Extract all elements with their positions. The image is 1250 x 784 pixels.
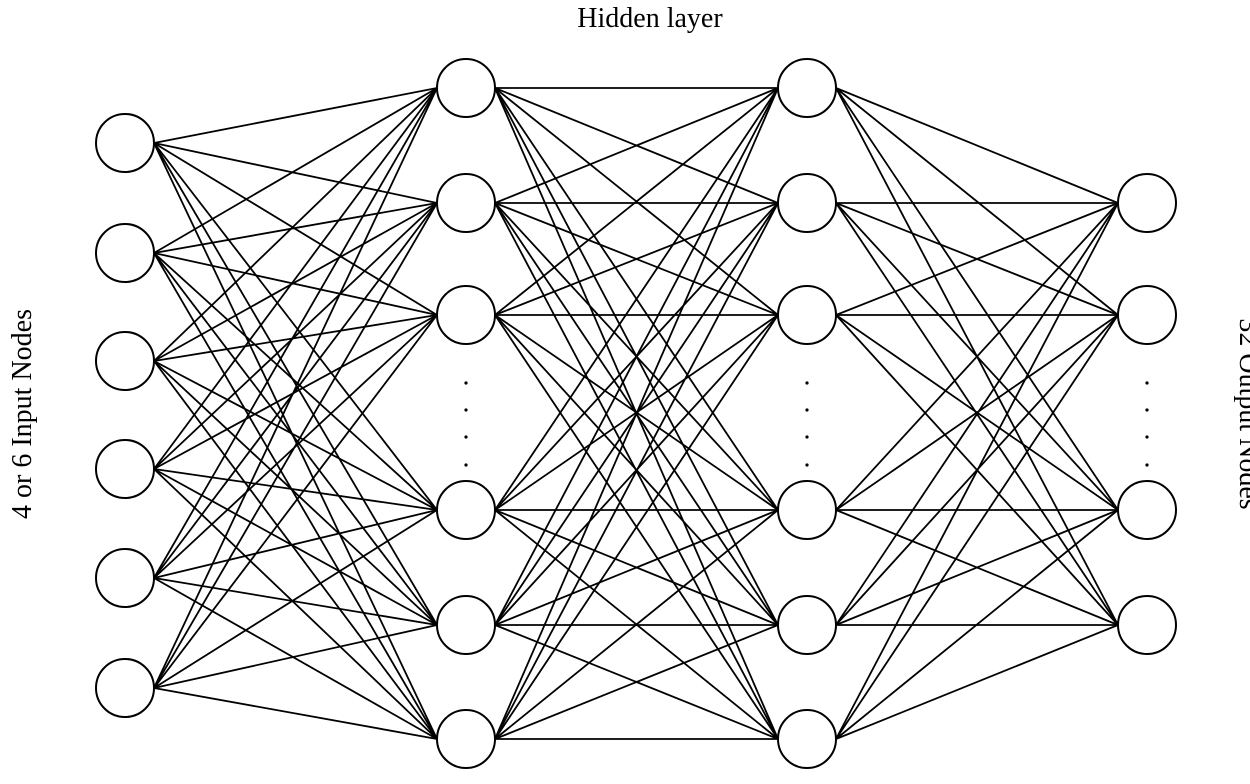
connection-l2-n4-to-n1 bbox=[494, 87, 779, 511]
connection-l1-n5-to-n1 bbox=[153, 87, 438, 579]
hidden-1-node-3 bbox=[436, 285, 496, 345]
input-node-4 bbox=[95, 439, 155, 499]
connection-l1-n5-to-n6 bbox=[153, 577, 438, 740]
connection-l1-n5-to-n2 bbox=[153, 202, 438, 579]
connection-l1-n1-to-n6 bbox=[153, 142, 438, 740]
connection-l1-n1-to-n4 bbox=[153, 142, 438, 511]
hidden-2-ellipsis-dot-4 bbox=[805, 463, 809, 467]
input-nodes-label: 4 or 6 Input Nodes bbox=[7, 309, 38, 519]
output-node-1 bbox=[1117, 173, 1177, 233]
hidden-2-ellipsis-dot-1 bbox=[805, 381, 809, 385]
connection-l2-n6-to-n1 bbox=[494, 87, 779, 740]
connection-l1-n3-to-n6 bbox=[153, 360, 438, 740]
connection-l1-n6-to-n5 bbox=[153, 624, 438, 689]
connection-l1-n2-to-n5 bbox=[153, 252, 438, 626]
connection-l3-n1-to-n2 bbox=[835, 87, 1119, 316]
connection-l3-n6-to-n4 bbox=[835, 624, 1119, 740]
connection-l1-n3-to-n1 bbox=[153, 87, 438, 362]
output-nodes-label: 32 Output Nodes bbox=[1233, 318, 1250, 509]
connection-l1-n5-to-n4 bbox=[153, 509, 438, 579]
output-ellipsis-dot-1 bbox=[1145, 381, 1149, 385]
connection-l2-n3-to-n2 bbox=[494, 202, 779, 316]
hidden-1-ellipsis-dot-2 bbox=[464, 408, 468, 412]
connection-l3-n3-to-n1 bbox=[835, 202, 1119, 316]
hidden-2-ellipsis-dot-3 bbox=[805, 435, 809, 439]
connection-l1-n6-to-n6 bbox=[153, 687, 438, 740]
hidden-2-node-1 bbox=[777, 58, 837, 118]
hidden-2-node-3 bbox=[777, 285, 837, 345]
output-ellipsis-dot-4 bbox=[1145, 463, 1149, 467]
input-node-1 bbox=[95, 113, 155, 173]
hidden-1-node-5 bbox=[436, 595, 496, 655]
output-node-3 bbox=[1117, 480, 1177, 540]
connection-l2-n2-to-n1 bbox=[494, 87, 779, 204]
connection-l2-n3-to-n1 bbox=[494, 87, 779, 316]
connection-l1-n6-to-n3 bbox=[153, 314, 438, 689]
connection-l2-n6-to-n5 bbox=[494, 624, 779, 740]
connections bbox=[153, 87, 1119, 740]
input-node-3 bbox=[95, 331, 155, 391]
connection-l1-n2-to-n2 bbox=[153, 202, 438, 254]
hidden-1-node-4 bbox=[436, 480, 496, 540]
connection-l3-n1-to-n1 bbox=[835, 87, 1119, 204]
connection-l1-n3-to-n4 bbox=[153, 360, 438, 511]
connection-l1-n4-to-n2 bbox=[153, 202, 438, 470]
connection-l1-n4-to-n1 bbox=[153, 87, 438, 470]
connection-l1-n1-to-n5 bbox=[153, 142, 438, 626]
connection-l3-n6-to-n2 bbox=[835, 314, 1119, 740]
connection-l2-n6-to-n2 bbox=[494, 202, 779, 740]
connection-l2-n6-to-n4 bbox=[494, 509, 779, 740]
hidden-2-ellipsis-dot-2 bbox=[805, 408, 809, 412]
hidden-1-ellipsis-dot-3 bbox=[464, 435, 468, 439]
connection-l1-n3-to-n2 bbox=[153, 202, 438, 362]
connection-l3-n5-to-n1 bbox=[835, 202, 1119, 626]
hidden-1-ellipsis-dot-4 bbox=[464, 463, 468, 467]
output-ellipsis-dot-2 bbox=[1145, 408, 1149, 412]
hidden-2-node-6 bbox=[777, 709, 837, 769]
connection-l1-n1-to-n2 bbox=[153, 142, 438, 204]
output-ellipsis-dot-3 bbox=[1145, 435, 1149, 439]
output-node-2 bbox=[1117, 285, 1177, 345]
connection-l1-n5-to-n5 bbox=[153, 577, 438, 626]
connection-l1-n4-to-n4 bbox=[153, 468, 438, 511]
hidden-1-node-6 bbox=[436, 709, 496, 769]
connection-l1-n1-to-n3 bbox=[153, 142, 438, 316]
connection-l1-n2-to-n4 bbox=[153, 252, 438, 511]
input-node-6 bbox=[95, 658, 155, 718]
hidden-2-node-4 bbox=[777, 480, 837, 540]
hidden-2-node-5 bbox=[777, 595, 837, 655]
connection-l1-n6-to-n4 bbox=[153, 509, 438, 689]
input-node-2 bbox=[95, 223, 155, 283]
connection-l3-n1-to-n3 bbox=[835, 87, 1119, 511]
hidden-1-node-1 bbox=[436, 58, 496, 118]
connection-l3-n5-to-n3 bbox=[835, 509, 1119, 626]
connection-l1-n4-to-n3 bbox=[153, 314, 438, 470]
ellipsis-markers bbox=[464, 381, 1149, 467]
connection-l1-n4-to-n6 bbox=[153, 468, 438, 740]
hidden-1-node-2 bbox=[436, 173, 496, 233]
connection-l3-n6-to-n3 bbox=[835, 509, 1119, 740]
connection-l2-n5-to-n4 bbox=[494, 509, 779, 626]
connection-l3-n4-to-n1 bbox=[835, 202, 1119, 511]
connection-l1-n3-to-n3 bbox=[153, 314, 438, 362]
connection-l1-n2-to-n1 bbox=[153, 87, 438, 254]
nodes bbox=[95, 58, 1177, 769]
connection-l1-n1-to-n1 bbox=[153, 87, 438, 144]
connection-l1-n6-to-n2 bbox=[153, 202, 438, 689]
connection-l1-n6-to-n1 bbox=[153, 87, 438, 689]
hidden-2-node-2 bbox=[777, 173, 837, 233]
input-node-5 bbox=[95, 548, 155, 608]
hidden-1-ellipsis-dot-1 bbox=[464, 381, 468, 385]
hidden-layer-label: Hidden layer bbox=[577, 3, 723, 34]
connection-l3-n6-to-n1 bbox=[835, 202, 1119, 740]
connection-l2-n5-to-n1 bbox=[494, 87, 779, 626]
connection-l1-n2-to-n3 bbox=[153, 252, 438, 316]
output-node-4 bbox=[1117, 595, 1177, 655]
connection-l2-n6-to-n3 bbox=[494, 314, 779, 740]
